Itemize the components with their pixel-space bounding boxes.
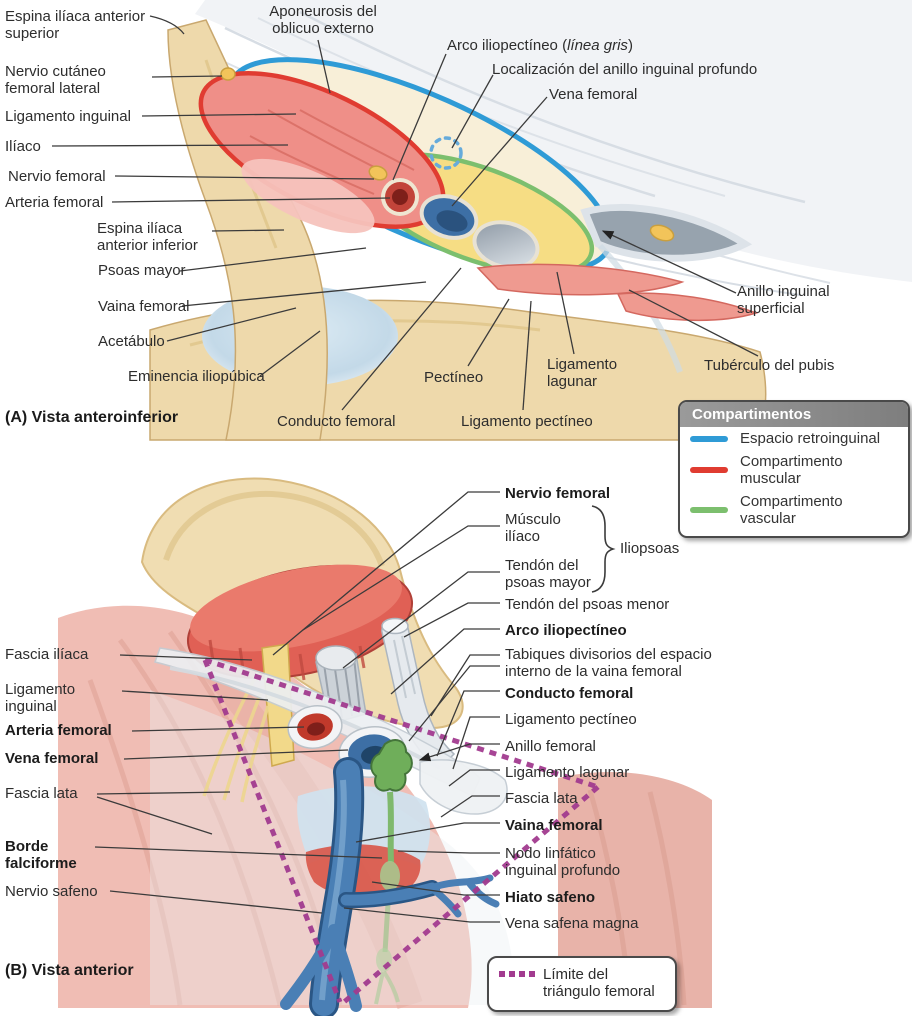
femoral-canal-a [472, 220, 540, 270]
label-nervio-safeno: Nervio safeno [5, 883, 98, 900]
label-conducto-femoral-a: Conducto femoral [277, 413, 396, 430]
panel-a-title: (A) Vista anteroinferior [5, 409, 179, 426]
swatch-compartimento-muscular [690, 467, 728, 473]
label-nervio-cutaneo: Nervio cutáneo femoral lateral [5, 63, 106, 98]
label-anillo-inguinal-superficial: Anillo inguinal superficial [737, 283, 830, 318]
swatch-espacio-retroinguinal [690, 435, 728, 442]
deep-inguinal-ring-marker [429, 136, 463, 170]
pectineus-muscle [476, 263, 685, 296]
label-fascia-iliaca: Fascia ilíaca [5, 646, 89, 663]
label-fascia-lata-izquierda: Fascia lata [5, 785, 78, 802]
label-arco-iliopectineo-a: Arco iliopectíneo (línea gris) [447, 37, 633, 54]
label-musculo-iliaco: Músculo ilíaco [505, 511, 561, 546]
label-tuberculo-pubis: Tubérculo del pubis [704, 357, 835, 374]
label-nodo-linfatico: Nodo linfático inguinal profundo [505, 845, 621, 880]
label-tabiques-divisorios: Tabiques divisorios del espacio interno … [505, 646, 712, 681]
lateral-femoral-cutaneous-nerve [220, 67, 236, 81]
legend-title: Compartimentos [680, 402, 908, 427]
legend-compartimentos: Compartimentos Espacio retroinguinal Com… [678, 400, 910, 538]
label-ligamento-inguinal-a: Ligamento inguinal [5, 108, 131, 125]
label-eminencia-iliopubica: Eminencia iliopúbica [128, 368, 265, 385]
label-ligamento-pectineo-a: Ligamento pectíneo [461, 413, 593, 430]
label-localizacion-anillo-profundo: Localización del anillo inguinal profund… [492, 61, 758, 78]
label-nervio-femoral-b: Nervio femoral [505, 485, 611, 502]
label-iliopsoas: Iliopsoas [620, 540, 680, 557]
label-conducto-femoral-b: Conducto femoral [505, 685, 634, 702]
label-vena-femoral-b: Vena femoral [5, 750, 99, 767]
label-ligamento-lagunar-b: Ligamento lagunar [505, 764, 630, 781]
femoral-artery-a [381, 178, 419, 216]
label-tendon-psoas-mayor: Tendón del psoas mayor [505, 557, 591, 592]
label-pectineo: Pectíneo [424, 369, 484, 386]
legend-triangulo-femoral: Límite del triángulo femoral [487, 956, 677, 1012]
label-iliaco: Ilíaco [5, 138, 41, 155]
label-ligamento-pectineo-b: Ligamento pectíneo [505, 711, 637, 728]
label-vaina-femoral-b: Vaina femoral [505, 817, 603, 834]
label-tendon-psoas-menor: Tendón del psoas menor [505, 596, 670, 613]
label-acetabulo: Acetábulo [98, 333, 165, 350]
label-arteria-femoral-b: Arteria femoral [5, 722, 112, 739]
legend-item-retroinguinal: Espacio retroinguinal [680, 427, 908, 450]
panel-b-illustration [58, 477, 712, 1016]
label-aponeurosis-oblicuo-externo: Aponeurosis del oblicuo externo [269, 3, 377, 38]
leader-lines [51, 15, 759, 923]
label-fascia-lata-derecha: Fascia lata [505, 790, 578, 807]
femoral-triangle-border [202, 657, 600, 1004]
label-nervio-femoral-a: Nervio femoral [8, 168, 106, 185]
label-vena-femoral-a: Vena femoral [549, 86, 638, 103]
panel-b-title: (B) Vista anterior [5, 962, 134, 979]
legend-item-vascular: Compartimento vascular [680, 490, 908, 536]
medial-thigh-muscle [558, 772, 712, 1008]
femoral-artery-b [287, 705, 343, 749]
label-anillo-femoral: Anillo femoral [505, 738, 596, 755]
label-vena-safena-magna: Vena safena magna [505, 915, 639, 932]
label-vaina-femoral-a: Vaina femoral [98, 298, 190, 315]
label-arco-iliopectineo-b: Arco iliopectíneo [505, 622, 627, 639]
iliopsoas-bracket [591, 505, 616, 593]
swatch-compartimento-vascular [690, 507, 728, 513]
iliacus-cut-muscle [186, 564, 414, 681]
legend-triangulo-label: Límite del triángulo femoral [543, 966, 655, 1001]
saphenous-hiatus-window [297, 786, 431, 866]
dashed-line-swatch [499, 971, 535, 977]
label-arteria-femoral-a: Arteria femoral [5, 194, 104, 211]
label-psoas-mayor: Psoas mayor [98, 262, 186, 279]
label-ligamento-inguinal-b: Ligamento inguinal [5, 681, 76, 716]
label-ligamento-lagunar-a: Ligamento lagunar [547, 356, 618, 391]
legend-item-muscular: Compartimento muscular [680, 450, 908, 490]
femoral-vein-a [419, 194, 479, 240]
label-borde-falciforme: Borde falciforme [5, 838, 77, 873]
femoral-nerve-a [368, 165, 388, 181]
label-espina-iliaca-anterior-inferior: Espina ilíaca anterior inferior [97, 220, 198, 255]
label-espina-iliaca-anterior-superior: Espina ilíaca anterior superior [5, 8, 146, 43]
label-hiato-safeno: Hiato safeno [505, 889, 596, 906]
